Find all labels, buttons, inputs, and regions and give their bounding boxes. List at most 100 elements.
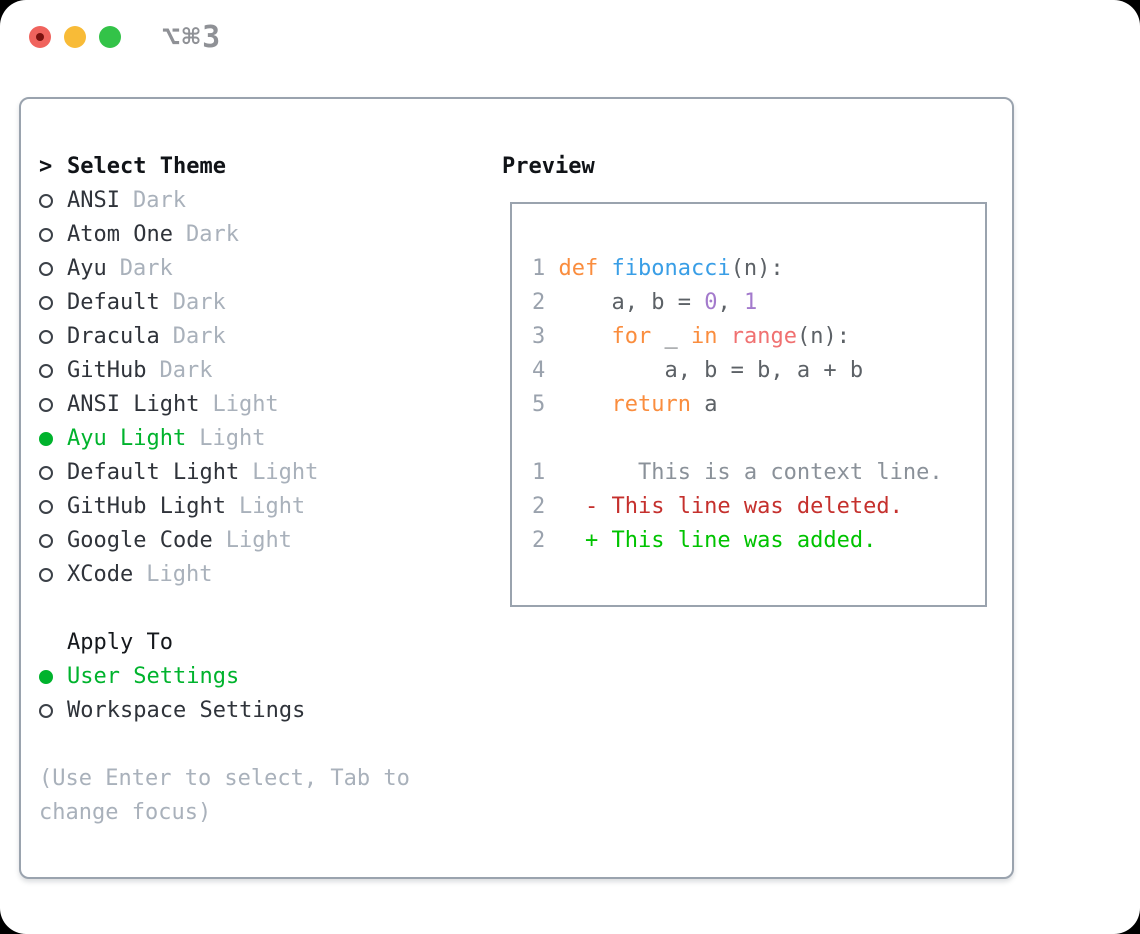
option-label: GitHub xyxy=(67,358,147,383)
radio-icon xyxy=(39,568,67,582)
theme-option-ayu[interactable]: Ayu Dark xyxy=(39,252,479,286)
code-line: 2 - This line was deleted. xyxy=(532,490,985,524)
help-hint-text: (Use Enter to select, Tab to change focu… xyxy=(39,766,410,825)
spacer xyxy=(39,728,479,762)
theme-variant-badge: Light xyxy=(212,392,279,417)
select-theme-title-row: > Select Theme xyxy=(39,150,479,184)
code-token-add: + This line was added. xyxy=(558,528,877,553)
theme-option-ayu-light[interactable]: Ayu Light Light xyxy=(39,422,479,456)
radio-icon xyxy=(39,364,67,378)
code-line: 1 This is a context line. xyxy=(532,456,985,490)
apply-option-workspace-settings[interactable]: Workspace Settings xyxy=(39,694,479,728)
code-token-fg xyxy=(558,324,611,349)
theme-option-dracula[interactable]: Dracula Dark xyxy=(39,320,479,354)
option-label: Default Light xyxy=(67,460,240,485)
zoom-button[interactable] xyxy=(99,26,121,48)
option-label: Dracula xyxy=(67,324,160,349)
code-line: 4 a, b = b, a + b xyxy=(532,354,985,388)
code-token-fg: (n): xyxy=(730,256,784,281)
apply-to-title: Apply To xyxy=(67,630,173,655)
radio-selected-icon xyxy=(39,432,67,446)
theme-option-ansi[interactable]: ANSI Dark xyxy=(39,184,479,218)
preview-title: Preview xyxy=(502,154,595,179)
theme-variant-badge: Light xyxy=(238,494,306,519)
code-token-fg: a, b = b, a + b xyxy=(558,358,864,383)
option-label: User Settings xyxy=(67,664,240,689)
line-number: 1 xyxy=(532,256,546,281)
theme-variant-badge: Dark xyxy=(132,188,186,213)
option-label: Ayu Light xyxy=(67,426,187,451)
option-label: Workspace Settings xyxy=(67,698,306,723)
code-token-fg: a xyxy=(690,392,718,417)
radio-icon xyxy=(39,262,67,276)
option-label: GitHub Light xyxy=(67,494,226,519)
radio-selected-icon xyxy=(39,670,67,684)
keyboard-shortcut-label: ⌥⌘3 xyxy=(162,20,223,55)
code-token-fg: , xyxy=(717,290,744,315)
code-token-fg: _ xyxy=(651,324,691,349)
code-token-fg: a, b = xyxy=(558,290,705,315)
code-line: 2 + This line was added. xyxy=(532,524,985,558)
theme-option-xcode[interactable]: XCode Light xyxy=(39,558,479,592)
theme-variant-badge: Dark xyxy=(172,324,226,349)
line-number: 2 xyxy=(532,528,546,553)
option-label: ANSI Light xyxy=(67,392,200,417)
radio-icon xyxy=(39,228,67,242)
option-label: ANSI xyxy=(67,188,120,213)
radio-icon xyxy=(39,330,67,344)
code-token-num: 1 xyxy=(743,290,758,315)
code-token-kw: def xyxy=(558,256,612,281)
code-token-fn: fibonacci xyxy=(611,256,731,281)
radio-icon xyxy=(39,296,67,310)
radio-icon xyxy=(39,500,67,514)
option-label: Ayu xyxy=(67,256,107,281)
theme-option-github[interactable]: GitHub Dark xyxy=(39,354,479,388)
option-label: Default xyxy=(67,290,160,315)
theme-variant-badge: Dark xyxy=(119,256,173,281)
code-line: 3 for _ in range(n): xyxy=(532,320,985,354)
code-token-kw: return xyxy=(611,392,691,417)
theme-option-github-light[interactable]: GitHub Light Light xyxy=(39,490,479,524)
code-token-num: 0 xyxy=(704,290,718,315)
radio-icon xyxy=(39,704,67,718)
line-number: 2 xyxy=(532,290,546,315)
code-token-kw: in xyxy=(690,324,718,349)
line-number: 2 xyxy=(532,494,546,519)
theme-variant-badge: Light xyxy=(146,562,213,587)
radio-icon xyxy=(39,398,67,412)
line-number: 1 xyxy=(532,460,546,485)
radio-icon xyxy=(39,534,67,548)
select-theme-title: Select Theme xyxy=(67,154,226,179)
theme-variant-badge: Light xyxy=(252,460,319,485)
code-token-kw: for xyxy=(611,324,652,349)
radio-icon xyxy=(39,466,67,480)
code-line: 1 def fibonacci(n): xyxy=(532,252,985,286)
apply-option-user-settings[interactable]: User Settings xyxy=(39,660,479,694)
code-line: 5 return a xyxy=(532,388,985,422)
code-line: 2 a, b = 0, 1 xyxy=(532,286,985,320)
code-token-del: - This line was deleted. xyxy=(558,494,903,519)
radio-icon xyxy=(39,194,67,208)
cursor-cell: > xyxy=(39,150,67,184)
code-token-fg: (n): xyxy=(796,324,850,349)
code-token-fg xyxy=(558,392,611,417)
window-titlebar: ⌥⌘3 xyxy=(0,0,1140,70)
option-label: Google Code xyxy=(67,528,213,553)
theme-variant-badge: Dark xyxy=(159,358,213,383)
close-button[interactable] xyxy=(29,26,51,48)
option-label: XCode xyxy=(67,562,134,587)
spacer xyxy=(39,592,479,626)
theme-option-default-light[interactable]: Default Light Light xyxy=(39,456,479,490)
minimize-button[interactable] xyxy=(64,26,86,48)
option-label: Atom One xyxy=(67,222,173,247)
theme-option-ansi-light[interactable]: ANSI Light Light xyxy=(39,388,479,422)
theme-variant-badge: Light xyxy=(199,426,266,451)
